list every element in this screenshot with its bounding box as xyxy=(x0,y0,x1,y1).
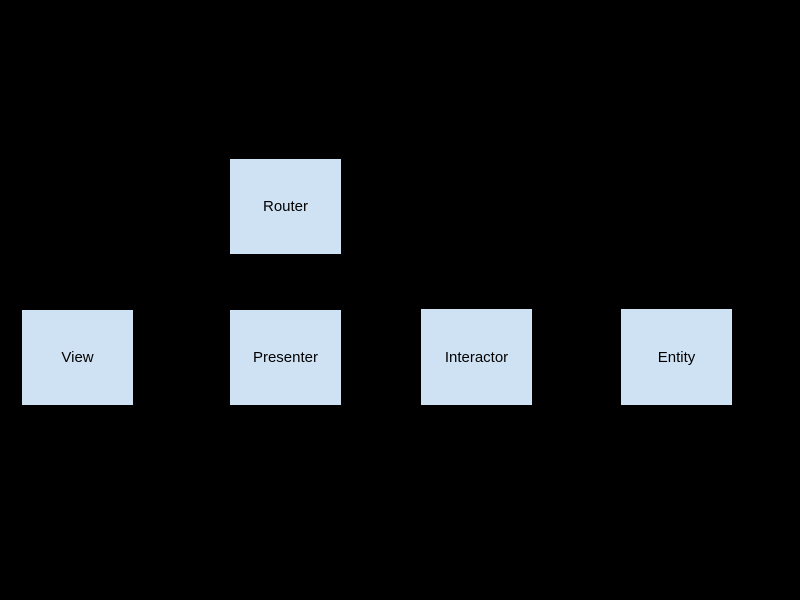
diagram-node-label: View xyxy=(61,349,94,366)
diagram-node-label: Entity xyxy=(657,348,696,366)
diagram-node-interactor: Interactor xyxy=(421,309,532,405)
diagram-node-label: Router xyxy=(262,198,309,215)
diagram-node-router: Router xyxy=(230,159,341,254)
diagram-node-view: View xyxy=(22,310,133,405)
diagram-node-label: Interactor xyxy=(444,348,509,366)
diagram-node-label: Presenter xyxy=(252,349,319,366)
diagram-node-presenter: Presenter xyxy=(230,310,341,405)
diagram-node-entity: Entity xyxy=(621,309,732,405)
